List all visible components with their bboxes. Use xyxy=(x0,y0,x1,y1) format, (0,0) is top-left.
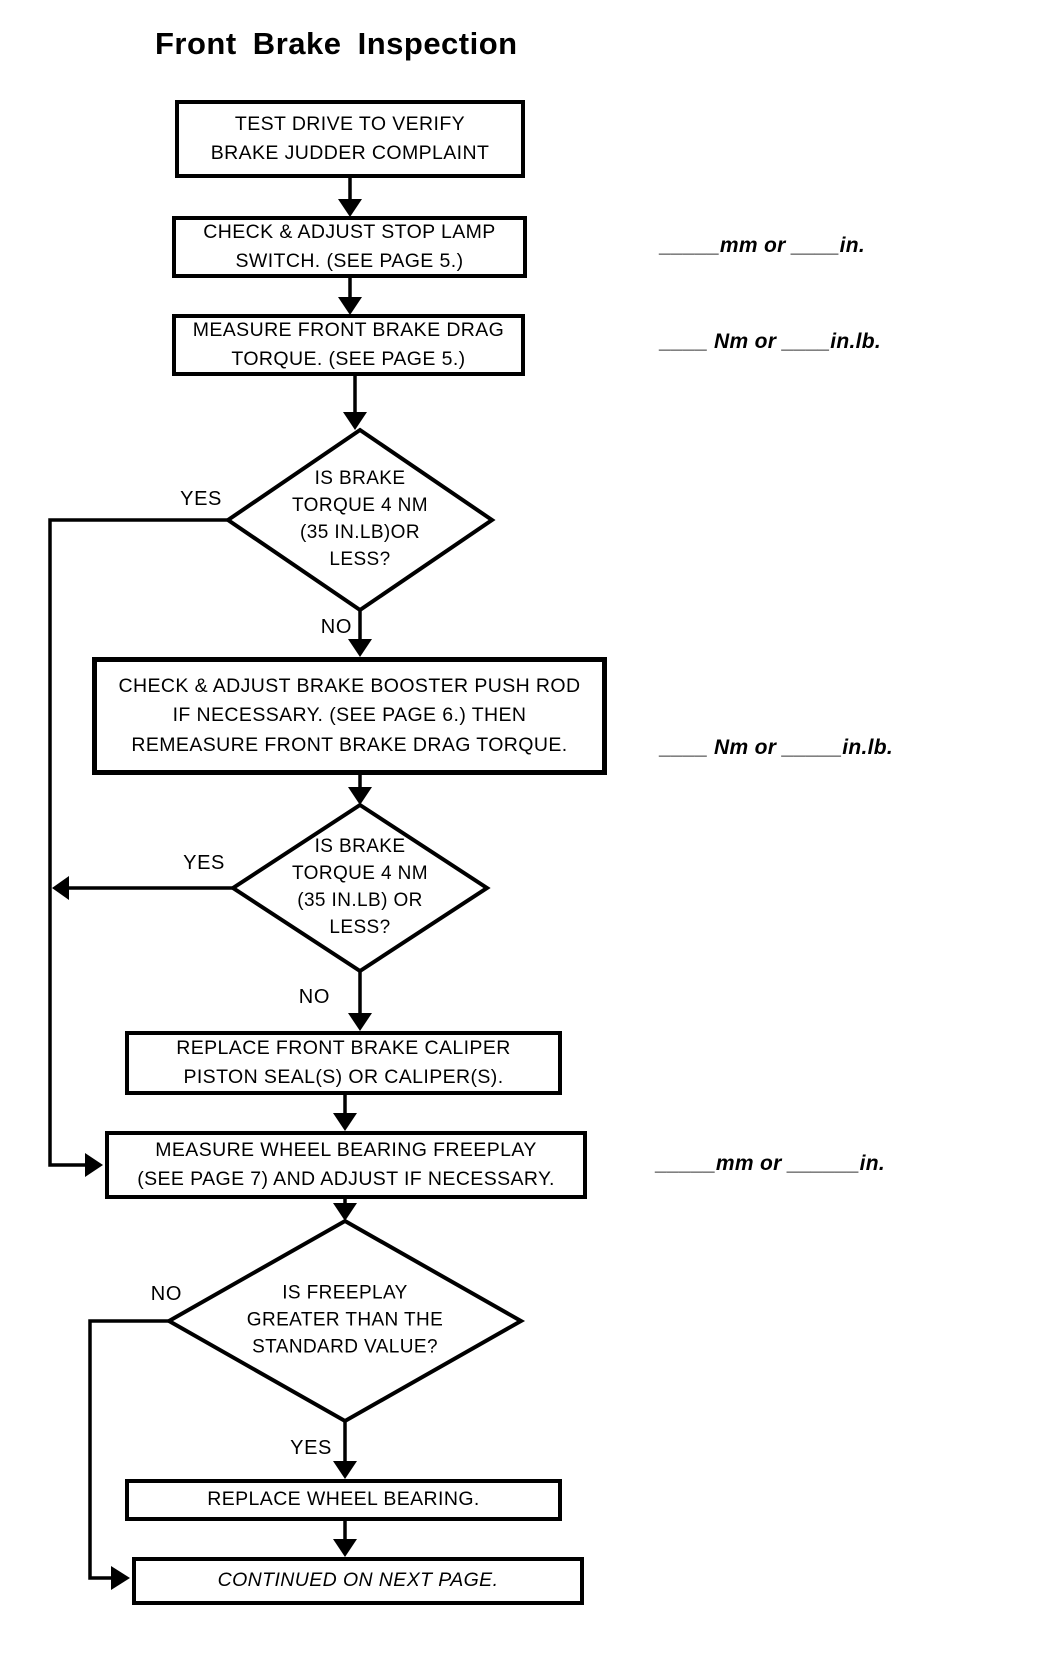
terminal-continued-next-page-label: CONTINUED ON NEXT PAGE. xyxy=(217,1569,499,1592)
step-replace-wheel-bearing-label: REPLACE WHEEL BEARING. xyxy=(207,1488,480,1511)
terminal-continued-next-page: CONTINUED ON NEXT PAGE. xyxy=(132,1557,584,1605)
branch-label-yes-3: YES xyxy=(290,1437,332,1459)
arrowhead-into-freeplay-box xyxy=(85,1153,103,1177)
branch-label-no-3: NO xyxy=(150,1283,182,1305)
measurement-blank-remeasure-torque: ____ Nm or _____in.lb. xyxy=(660,736,894,759)
step-measure-drag-torque-label: MEASURE FRONT BRAKE DRAG TORQUE. (SEE PA… xyxy=(192,318,505,370)
decision-diamond-brake-torque-1 xyxy=(224,427,496,613)
step-stop-lamp-switch: CHECK & ADJUST STOP LAMP SWITCH. (SEE PA… xyxy=(172,216,527,278)
page-title: Front Brake Inspection xyxy=(155,26,518,61)
arrowhead-decision3 xyxy=(333,1203,357,1221)
step-replace-caliper-seals-label: REPLACE FRONT BRAKE CALIPER PISTON SEAL(… xyxy=(176,1036,511,1088)
measurement-blank-drag-torque: ____ Nm or ____in.lb. xyxy=(660,330,882,353)
decision-freeplay-label: IS FREEPLAY GREATER THAN THE STANDARD VA… xyxy=(246,1282,444,1358)
step-measure-wheel-bearing-freeplay-label: MEASURE WHEEL BEARING FREEPLAY (SEE PAGE… xyxy=(137,1138,555,1190)
branch-label-no-2: NO xyxy=(298,986,330,1008)
decision-brake-torque-1-label: IS BRAKE TORQUE 4 NM (35 IN.LB)OR LESS? xyxy=(291,468,429,570)
arrowhead-decision1 xyxy=(343,412,367,430)
arrowhead-into-continued-box xyxy=(111,1566,130,1590)
step-test-drive-label: TEST DRIVE TO VERIFY BRAKE JUDDER COMPLA… xyxy=(210,112,490,164)
branch-label-no-1: NO xyxy=(320,616,352,638)
decision-diamond-freeplay xyxy=(164,1218,526,1424)
decision-brake-torque-2-label: IS BRAKE TORQUE 4 NM (35 IN.LB) OR LESS? xyxy=(291,836,429,938)
measurement-blank-freeplay: _____mm or ______in. xyxy=(656,1152,885,1175)
measurement-blank-stop-lamp: _____mm or ____in. xyxy=(660,234,866,257)
connector-yes-return-line xyxy=(48,518,228,1167)
branch-label-yes-1: YES xyxy=(180,488,222,510)
arrowhead-freeplay xyxy=(333,1113,357,1131)
arrowhead-stoplamp xyxy=(338,199,362,217)
branch-label-yes-2: YES xyxy=(183,852,225,874)
arrowhead-yes-2 xyxy=(52,876,69,900)
step-measure-drag-torque: MEASURE FRONT BRAKE DRAG TORQUE. (SEE PA… xyxy=(172,314,525,376)
step-replace-wheel-bearing: REPLACE WHEEL BEARING. xyxy=(125,1479,562,1521)
step-measure-wheel-bearing-freeplay: MEASURE WHEEL BEARING FREEPLAY (SEE PAGE… xyxy=(105,1131,587,1199)
connector-no-return-line xyxy=(88,1319,169,1580)
arrowhead-continued xyxy=(333,1539,357,1557)
step-test-drive: TEST DRIVE TO VERIFY BRAKE JUDDER COMPLA… xyxy=(175,100,525,178)
step-replace-caliper-seals: REPLACE FRONT BRAKE CALIPER PISTON SEAL(… xyxy=(125,1031,562,1095)
arrowhead-caliper xyxy=(348,1013,372,1031)
step-brake-booster-push-rod: CHECK & ADJUST BRAKE BOOSTER PUSH ROD IF… xyxy=(92,657,607,775)
step-brake-booster-push-rod-label: CHECK & ADJUST BRAKE BOOSTER PUSH ROD IF… xyxy=(118,675,581,756)
arrowhead-booster xyxy=(348,639,372,657)
arrowhead-dragtorque xyxy=(338,297,362,315)
decision-diamond-brake-torque-2 xyxy=(229,802,491,974)
arrowhead-replace-bearing xyxy=(333,1461,357,1479)
step-stop-lamp-switch-label: CHECK & ADJUST STOP LAMP SWITCH. (SEE PA… xyxy=(203,220,496,272)
arrowhead-decision2 xyxy=(348,787,372,805)
